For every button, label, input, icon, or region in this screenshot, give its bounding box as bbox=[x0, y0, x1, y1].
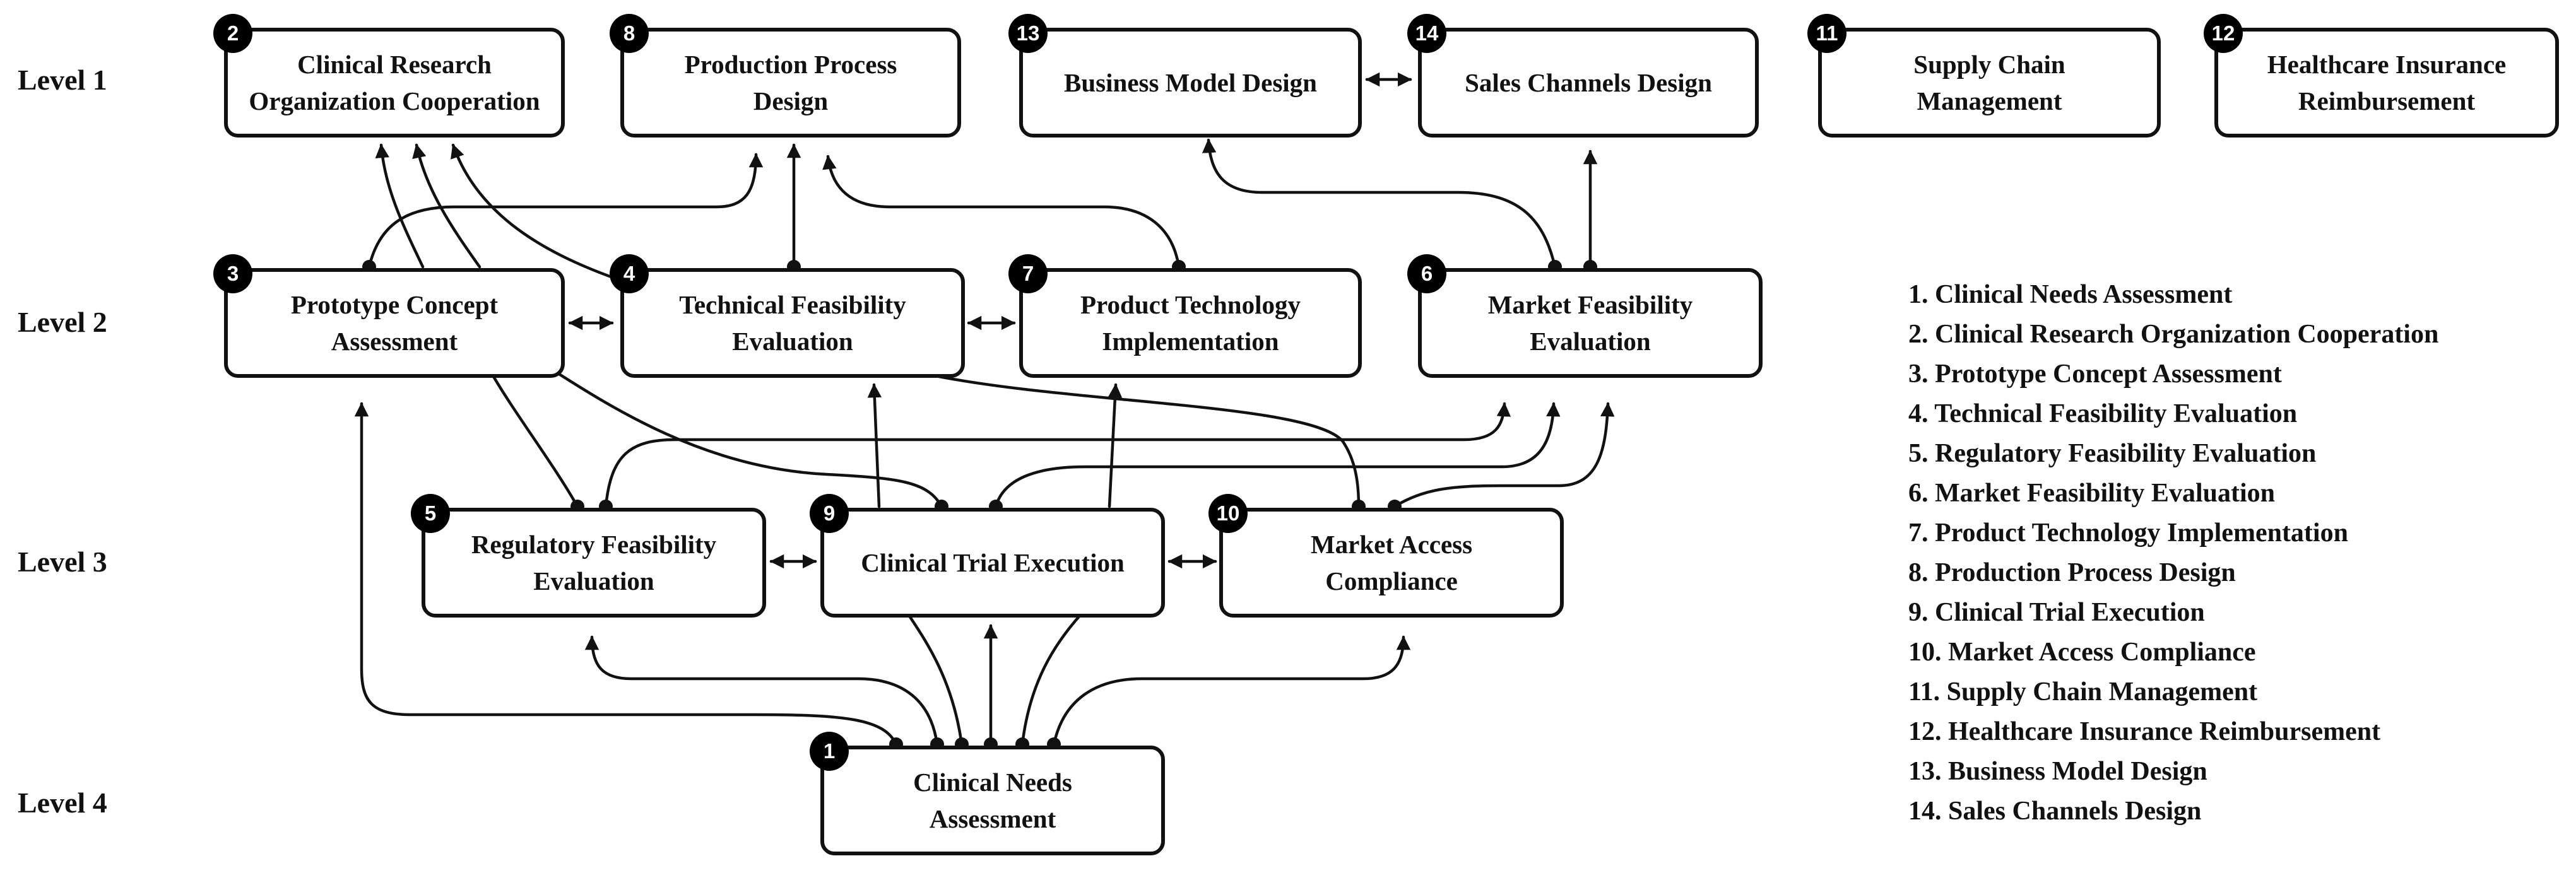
node-sales-channels-design: Sales Channels Design bbox=[1418, 28, 1759, 138]
legend-item: 14. Sales Channels Design bbox=[1908, 797, 2202, 826]
node-clinical-needs-assessment: Clinical Needs Assessment bbox=[820, 746, 1165, 855]
edge-6-to-13 bbox=[1202, 138, 1557, 269]
node-clinical-trial-execution: Clinical Trial Execution bbox=[820, 508, 1165, 618]
node-title: Product Technology Implementation bbox=[1080, 290, 1301, 356]
node-production-process-design: Production Process Design bbox=[620, 28, 961, 138]
node-title: Regulatory Feasibility Evaluation bbox=[471, 529, 717, 595]
node-title: Market Feasibility Evaluation bbox=[1487, 290, 1693, 356]
node-badge: 8 bbox=[610, 14, 649, 53]
edge-4-to-2 bbox=[451, 143, 633, 286]
node-badge: 14 bbox=[1407, 14, 1446, 53]
legend: 1. Clinical Needs Assessment 2. Clinical… bbox=[1908, 275, 2438, 831]
node-supply-chain-management: Supply Chain Management bbox=[1818, 28, 2161, 138]
node-clinical-research-organization-cooperation: Clinical Research Organization Cooperati… bbox=[224, 28, 565, 138]
node-badge: 13 bbox=[1008, 14, 1048, 53]
legend-item: 3. Prototype Concept Assessment bbox=[1908, 360, 2282, 389]
node-market-access-compliance: Market Access Compliance bbox=[1219, 508, 1564, 618]
node-healthcare-insurance-reimbursement: Healthcare Insurance Reimbursement bbox=[2214, 28, 2559, 138]
node-regulatory-feasibility-evaluation: Regulatory Feasibility Evaluation bbox=[422, 508, 766, 618]
node-title: Market Access Compliance bbox=[1310, 529, 1473, 595]
edge-10-to-6 bbox=[1393, 402, 1615, 508]
node-title: Technical Feasibility Evaluation bbox=[679, 290, 906, 356]
node-badge: 1 bbox=[810, 732, 849, 771]
edge-9-to-4 bbox=[867, 383, 882, 508]
node-badge: 11 bbox=[1807, 14, 1846, 53]
legend-item: 10. Market Access Compliance bbox=[1908, 638, 2256, 667]
node-title: Business Model Design bbox=[1064, 67, 1317, 97]
node-badge: 3 bbox=[213, 254, 252, 293]
legend-item: 1. Clinical Needs Assessment bbox=[1908, 280, 2233, 309]
node-title: Healthcare Insurance Reimbursement bbox=[2267, 49, 2507, 115]
node-title: Production Process Design bbox=[684, 49, 897, 115]
level-label-1: Level 1 bbox=[18, 64, 107, 96]
level-label-2: Level 2 bbox=[18, 306, 107, 338]
node-title: Supply Chain Management bbox=[1913, 49, 2065, 115]
level-label-3: Level 3 bbox=[18, 546, 107, 578]
edge-4-to-10 bbox=[931, 373, 1361, 508]
node-title: Prototype Concept Assessment bbox=[290, 290, 499, 356]
edge-9-to-6 bbox=[994, 402, 1561, 508]
node-title: Clinical Research Organization Cooperati… bbox=[249, 49, 540, 115]
node-badge: 12 bbox=[2204, 14, 2243, 53]
legend-item: 4. Technical Feasibility Evaluation bbox=[1908, 399, 2298, 428]
edge-9-to-7 bbox=[1108, 383, 1123, 508]
edge-1-to-9-right bbox=[1020, 613, 1082, 746]
edge-3-to-8 bbox=[367, 153, 764, 269]
node-badge: 9 bbox=[810, 494, 849, 533]
node-product-technology-implementation: Product Technology Implementation bbox=[1019, 268, 1362, 378]
node-badge: 10 bbox=[1208, 494, 1248, 533]
node-badge: 7 bbox=[1008, 254, 1048, 293]
legend-item: 6. Market Feasibility Evaluation bbox=[1908, 479, 2275, 508]
node-badge: 6 bbox=[1407, 254, 1446, 293]
edge-7-to-8 bbox=[822, 155, 1181, 269]
node-technical-feasibility-evaluation: Technical Feasibility Evaluation bbox=[620, 268, 965, 378]
legend-item: 7. Product Technology Implementation bbox=[1908, 519, 2348, 548]
edge-1-to-5 bbox=[584, 635, 939, 746]
node-business-model-design: Business Model Design bbox=[1019, 28, 1362, 138]
node-title: Clinical Trial Execution bbox=[861, 548, 1125, 577]
node-badge: 5 bbox=[411, 494, 450, 533]
node-badge: 4 bbox=[610, 254, 649, 293]
node-prototype-concept-assessment: Prototype Concept Assessment bbox=[224, 268, 565, 378]
legend-item: 13. Business Model Design bbox=[1908, 757, 2207, 786]
node-title: Sales Channels Design bbox=[1465, 67, 1712, 97]
level-label-4: Level 4 bbox=[18, 787, 107, 819]
legend-item: 12. Healthcare Insurance Reimbursement bbox=[1908, 717, 2381, 746]
legend-item: 2. Clinical Research Organization Cooper… bbox=[1908, 320, 2439, 349]
edge-5-to-3 bbox=[489, 370, 579, 508]
edge-1-to-3 bbox=[354, 402, 898, 746]
edge-5-to-6 bbox=[604, 402, 1511, 508]
node-market-feasibility-evaluation: Market Feasibility Evaluation bbox=[1418, 268, 1763, 378]
node-title: Clinical Needs Assessment bbox=[913, 767, 1072, 833]
legend-item: 8. Production Process Design bbox=[1908, 558, 2236, 587]
legend-item: 5. Regulatory Feasibility Evaluation bbox=[1908, 439, 2317, 468]
legend-item: 11. Supply Chain Management bbox=[1908, 677, 2258, 706]
node-badge: 2 bbox=[213, 14, 252, 53]
edge-3-to-2-b bbox=[412, 143, 482, 269]
legend-item: 9. Clinical Trial Execution bbox=[1908, 598, 2205, 627]
edge-3-to-2-a bbox=[375, 143, 425, 269]
edge-1-to-10 bbox=[1052, 635, 1411, 746]
edge-1-to-9-left bbox=[907, 613, 964, 746]
